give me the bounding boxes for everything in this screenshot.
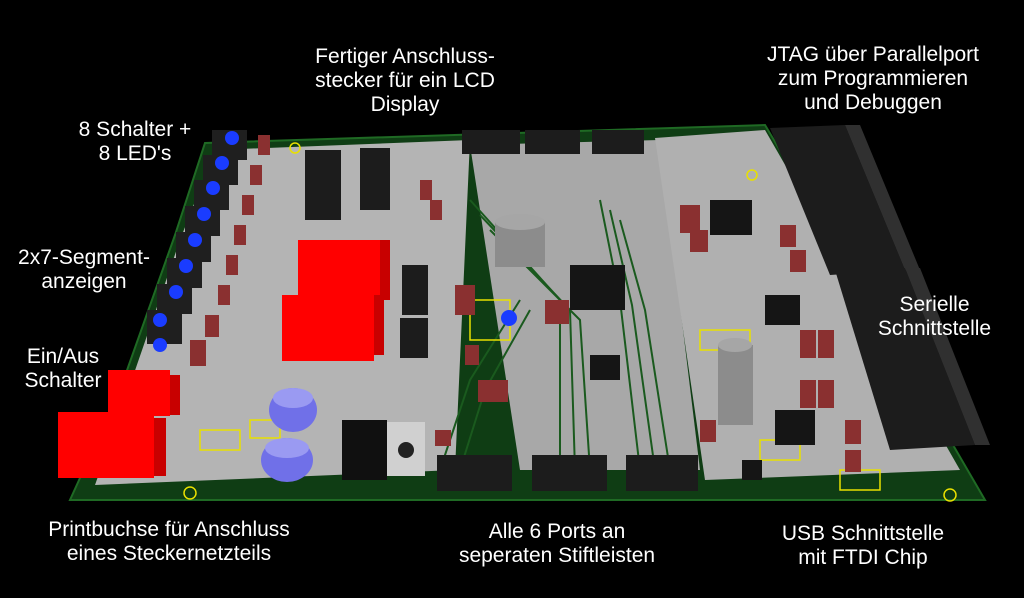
label-serial-line-1: Serielle <box>899 293 970 316</box>
voltage-regulator <box>342 420 425 480</box>
label-lcd-line-3: Display <box>370 93 440 116</box>
capacitors <box>261 388 317 482</box>
label-jtag-line-3: und Debuggen <box>804 91 942 114</box>
reset-button <box>501 310 517 326</box>
jtag-connector <box>770 125 920 275</box>
label-power-switch-line-1: Ein/Aus <box>26 345 100 368</box>
port-headers <box>437 455 698 491</box>
label-serial-line-2: Schnittstelle <box>877 317 992 340</box>
crystals <box>495 214 753 425</box>
serial-connector <box>835 268 990 450</box>
label-power-jack: Printbuchse für Anschluss eines Steckern… <box>12 518 326 566</box>
label-segment-line-1: 2x7-Segment- <box>18 246 150 269</box>
label-lcd-line-2: stecker für ein LCD <box>315 69 495 92</box>
label-jtag-line-2: zum Programmieren <box>777 67 969 90</box>
label-switches-line-2: 8 LED's <box>98 142 172 165</box>
label-segment-line-2: anzeigen <box>41 270 127 293</box>
label-serial: Serielle Schnittstelle <box>852 293 1017 341</box>
label-usb: USB Schnittstelle mit FTDI Chip <box>748 522 978 570</box>
power-jack <box>58 412 166 478</box>
label-lcd-line-1: Fertiger Anschluss- <box>315 45 495 68</box>
label-lcd-connector: Fertiger Anschluss- stecker für ein LCD … <box>287 45 523 117</box>
label-jtag: JTAG über Parallelport zum Programmieren… <box>743 43 1003 115</box>
power-switch <box>108 370 180 416</box>
label-usb-line-1: USB Schnittstelle <box>781 522 945 545</box>
label-power-jack-line-1: Printbuchse für Anschluss <box>48 518 290 541</box>
label-ports-line-1: Alle 6 Ports an <box>488 520 626 543</box>
label-power-switch-line-2: Schalter <box>24 369 102 392</box>
label-power-switch: Ein/Aus Schalter <box>8 345 118 393</box>
label-jtag-line-1: JTAG über Parallelport <box>766 43 980 66</box>
label-ports-line-2: seperaten Stiftleisten <box>458 544 656 567</box>
label-power-jack-line-2: eines Steckernetzteils <box>66 542 272 565</box>
label-seven-segment: 2x7-Segment- anzeigen <box>4 246 164 294</box>
label-switches-line-1: 8 Schalter + <box>78 118 192 141</box>
integrated-circuits <box>570 200 815 480</box>
switch-column <box>147 130 247 352</box>
label-ports: Alle 6 Ports an seperaten Stiftleisten <box>425 520 689 568</box>
seven-segment-displays <box>282 240 390 361</box>
resistors <box>190 135 861 472</box>
label-usb-line-2: mit FTDI Chip <box>798 546 928 569</box>
label-switches-leds: 8 Schalter + 8 LED's <box>55 118 215 166</box>
lcd-headers <box>305 130 644 358</box>
